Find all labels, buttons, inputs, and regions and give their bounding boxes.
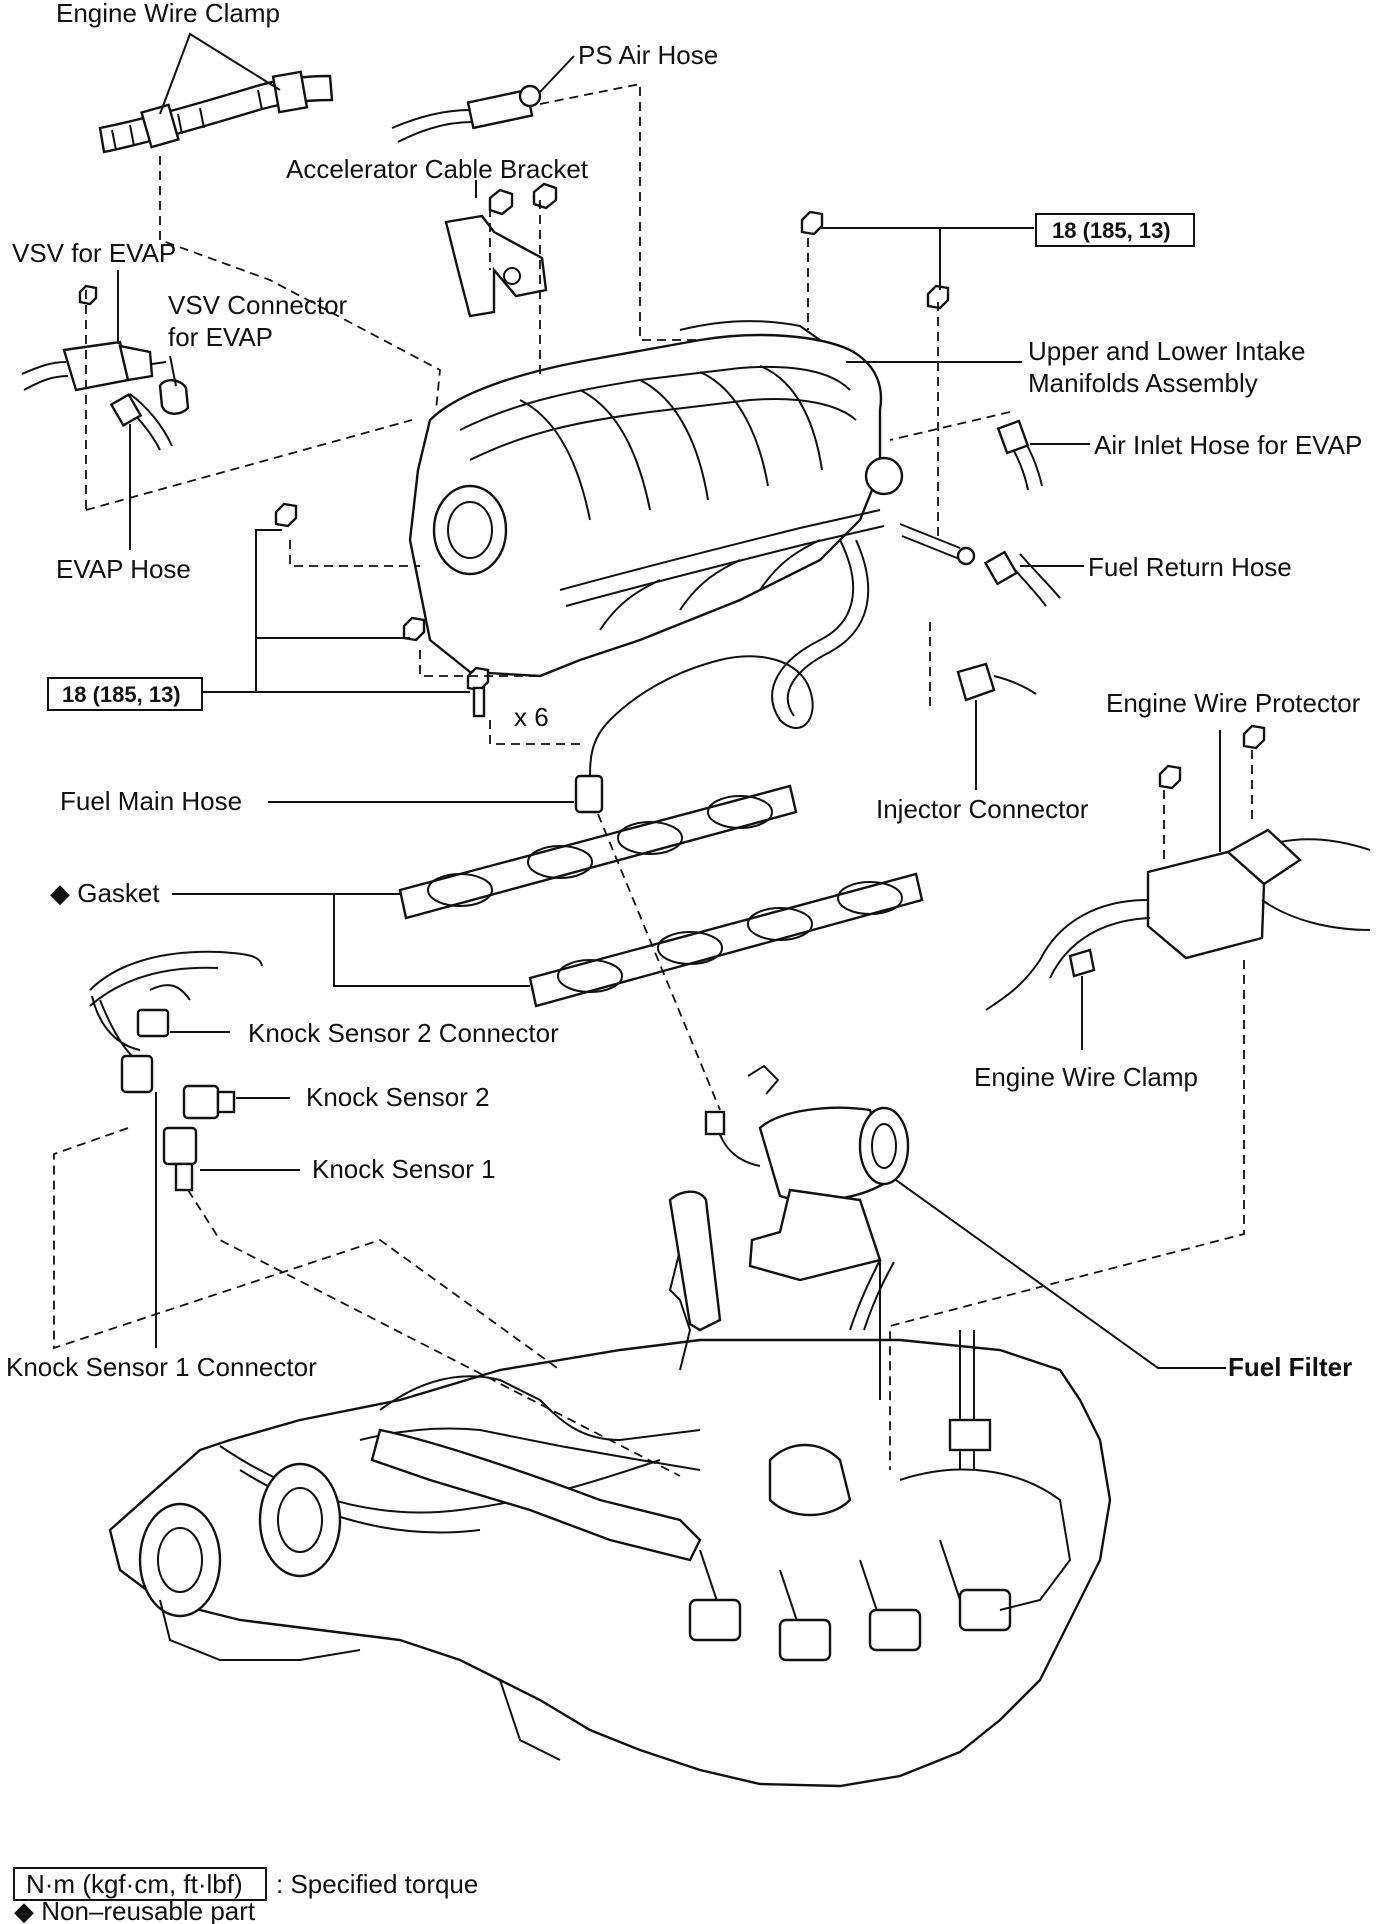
engine-wire-protector-part	[985, 724, 1371, 1011]
label-injector-connector: Injector Connector	[876, 794, 1089, 824]
torque-spec-lower: 18 (185, 13)	[47, 677, 203, 711]
fuel-main-hose-part	[574, 539, 870, 814]
legend-non-reusable: ◆ Non–reusable part	[14, 1896, 256, 1924]
torque-spec-upper: 18 (185, 13)	[1035, 213, 1195, 247]
label-engine-wire-protector: Engine Wire Protector	[1106, 688, 1361, 718]
label-knock-sensor-2-connector: Knock Sensor 2 Connector	[248, 1018, 559, 1048]
label-knock-sensor-2: Knock Sensor 2	[306, 1082, 490, 1112]
knock-sensor-2-part	[182, 1084, 236, 1120]
label-fuel-filter: Fuel Filter	[1228, 1352, 1352, 1382]
engine-block-part	[108, 1190, 1112, 1788]
leader-lines	[117, 32, 1226, 1369]
vsv-for-evap-part	[21, 284, 167, 392]
label-vsv-connector-line2: for EVAP	[168, 322, 273, 352]
label-manifold-line2: Manifolds Assembly	[1028, 368, 1258, 398]
nut-parts	[274, 210, 950, 642]
vsv-connector-part	[158, 379, 190, 415]
knock-sensor-1-part	[162, 1126, 198, 1192]
label-vsv-connector-line1: VSV Connector	[168, 290, 348, 320]
ps-air-hose-part	[391, 84, 542, 143]
label-gasket: ◆ Gasket	[50, 878, 160, 908]
evap-hose-part	[109, 392, 173, 451]
label-evap-hose: EVAP Hose	[56, 554, 191, 584]
torque-spec-upper-text: 18 (185, 13)	[1052, 218, 1171, 243]
label-knock-sensor-1: Knock Sensor 1	[312, 1154, 496, 1184]
label-manifold-line1: Upper and Lower Intake	[1028, 336, 1306, 366]
dashed-guide-lines	[53, 82, 1253, 1477]
label-accelerator-cable-bracket: Accelerator Cable Bracket	[286, 154, 589, 184]
fuel-filter-part	[704, 1064, 910, 1282]
legend: N·m (kgf·cm, ft·lbf) : Specified torque …	[13, 1867, 478, 1924]
label-fuel-return-hose: Fuel Return Hose	[1088, 552, 1292, 582]
injector-connector-part	[956, 662, 1037, 702]
label-fuel-main-hose: Fuel Main Hose	[60, 786, 242, 816]
label-bolt-qty: x 6	[514, 702, 549, 732]
legend-torque-unit: N·m (kgf·cm, ft·lbf)	[26, 1869, 243, 1899]
gasket-part	[398, 784, 924, 1008]
engine-wire-clamp-top-part	[98, 70, 334, 154]
label-ps-air-hose: PS Air Hose	[578, 40, 718, 70]
legend-torque-box	[13, 1867, 267, 1901]
label-engine-wire-clamp-right: Engine Wire Clamp	[974, 1062, 1198, 1092]
label-engine-wire-clamp-top: Engine Wire Clamp	[56, 0, 280, 28]
air-inlet-hose-part	[996, 419, 1043, 491]
bolt-part	[466, 666, 490, 718]
knock-sensor-harness-part	[89, 950, 263, 1094]
torque-spec-lower-text: 18 (185, 13)	[62, 682, 181, 707]
intake-manifold-part	[408, 320, 904, 678]
label-air-inlet-hose: Air Inlet Hose for EVAP	[1094, 430, 1362, 460]
label-knock-sensor-1-connector: Knock Sensor 1 Connector	[6, 1352, 317, 1382]
fuel-return-hose-part	[899, 523, 1061, 607]
legend-torque-desc: : Specified torque	[276, 1869, 478, 1899]
label-vsv-for-evap: VSV for EVAP	[12, 238, 176, 268]
